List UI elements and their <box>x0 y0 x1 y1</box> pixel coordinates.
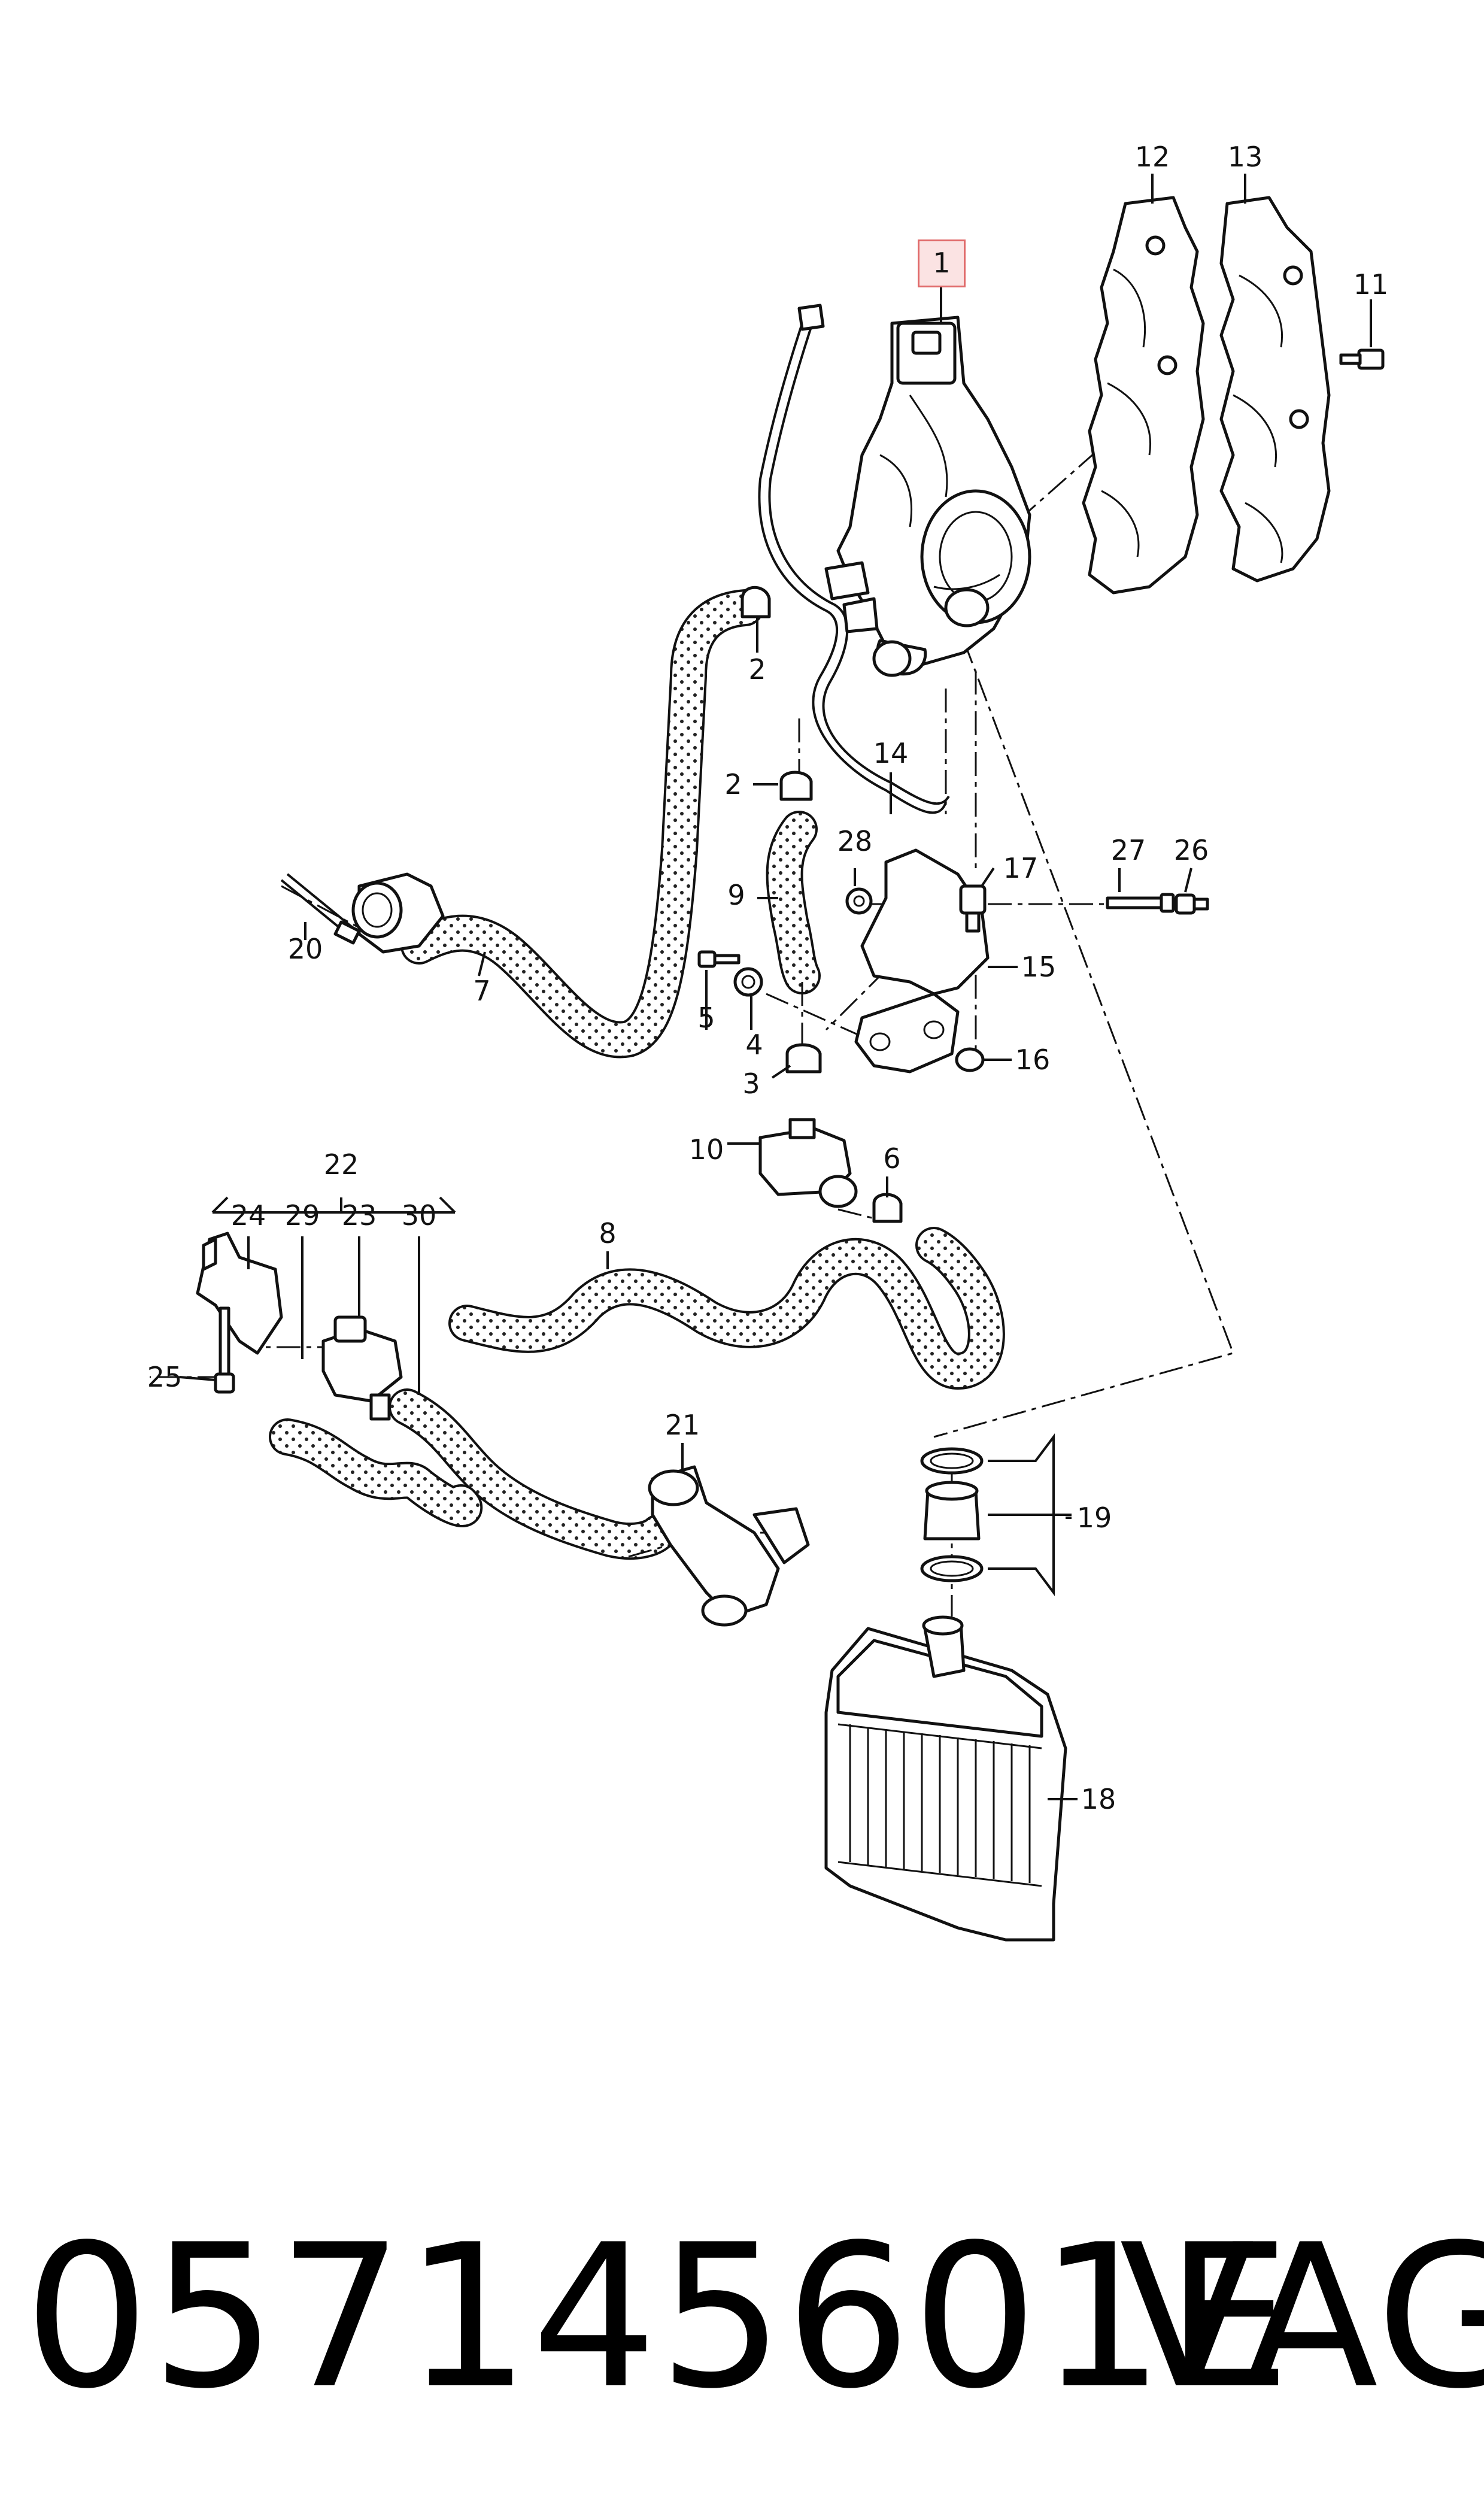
part-25-bolt <box>214 1306 235 1394</box>
part-6-clip <box>872 1193 903 1223</box>
callout-22: 22 <box>323 1148 359 1181</box>
part-19-hose-set <box>920 1433 1072 1596</box>
part-1-pump-housing <box>824 316 1031 677</box>
callout-15: 15 <box>1021 951 1057 983</box>
part-20-strap <box>280 873 361 945</box>
callout-28: 28 <box>837 825 873 857</box>
callout-5: 5 <box>697 1002 715 1034</box>
callout-9: 9 <box>727 879 745 911</box>
callout-14: 14 <box>873 737 909 769</box>
callout-2-lower: 2 <box>724 768 742 800</box>
callout-20: 20 <box>287 933 323 965</box>
callout-7: 7 <box>473 975 491 1007</box>
callout-4: 4 <box>745 1029 763 1061</box>
tube-connector-upper <box>797 304 825 331</box>
part-5-bolt <box>697 950 741 968</box>
intercooler-fins <box>849 1724 1031 1883</box>
leader-lines <box>179 174 1372 1800</box>
callout-30: 30 <box>401 1199 437 1232</box>
part-27-bolt <box>1106 893 1175 913</box>
coolant-hose-29 <box>269 1418 483 1527</box>
part-26-bolt <box>1175 893 1209 915</box>
brand-name: VAG <box>1119 2202 1484 2432</box>
callout-8: 8 <box>599 1217 617 1250</box>
part-16-nut <box>955 1047 985 1072</box>
part-23-valve <box>321 1315 403 1421</box>
callout-1: 1 <box>933 246 951 279</box>
callout-25: 25 <box>147 1361 183 1393</box>
callout-6: 6 <box>883 1142 901 1175</box>
part-12-heat-shield <box>1082 196 1205 595</box>
part-13-heat-shield <box>1219 196 1331 583</box>
callout-13: 13 <box>1227 141 1263 173</box>
part-18-intercooler <box>824 1615 1067 1942</box>
callout-16: 16 <box>1015 1044 1051 1076</box>
callout-10: 10 <box>688 1133 724 1166</box>
callout-18: 18 <box>1081 1783 1116 1815</box>
callout-19: 19 <box>1076 1502 1112 1534</box>
exploded-parts-diagram <box>150 174 1385 1942</box>
callout-24: 24 <box>230 1199 266 1232</box>
part-number: 057145601E <box>24 2202 1292 2432</box>
callout-23: 23 <box>341 1199 377 1232</box>
coolant-hose-7 <box>400 589 764 1059</box>
part-15-bracket <box>854 848 990 1073</box>
part-2-clip-upper <box>741 586 771 618</box>
callout-17: 17 <box>1003 852 1039 884</box>
callout-2-upper: 2 <box>748 653 766 686</box>
callout-21: 21 <box>664 1409 700 1441</box>
part-3-clip <box>785 1043 822 1073</box>
part-2-clip-lower <box>779 771 813 801</box>
part-17-bushing <box>959 884 987 933</box>
callout-27: 27 <box>1110 834 1146 866</box>
part-4-nut <box>733 967 763 997</box>
coolant-hose-30 <box>389 1388 677 1560</box>
callout-1-highlight: 1 <box>918 239 966 287</box>
part-11-bolt <box>1339 348 1385 370</box>
part-28-nut <box>845 887 873 915</box>
assembly-lines <box>150 358 1377 1617</box>
coolant-hose-9 <box>766 811 821 994</box>
part-21-connector-pipe <box>648 1465 810 1627</box>
callout-3: 3 <box>742 1068 760 1100</box>
coolant-hose-8 <box>448 1227 1005 1390</box>
part-24-bracket <box>196 1232 283 1355</box>
callout-29: 29 <box>284 1199 320 1232</box>
callout-26: 26 <box>1173 834 1209 866</box>
callout-12: 12 <box>1134 141 1170 173</box>
part-10-valve <box>758 1118 858 1208</box>
callout-11: 11 <box>1353 268 1389 301</box>
part-7-connector <box>351 872 445 954</box>
